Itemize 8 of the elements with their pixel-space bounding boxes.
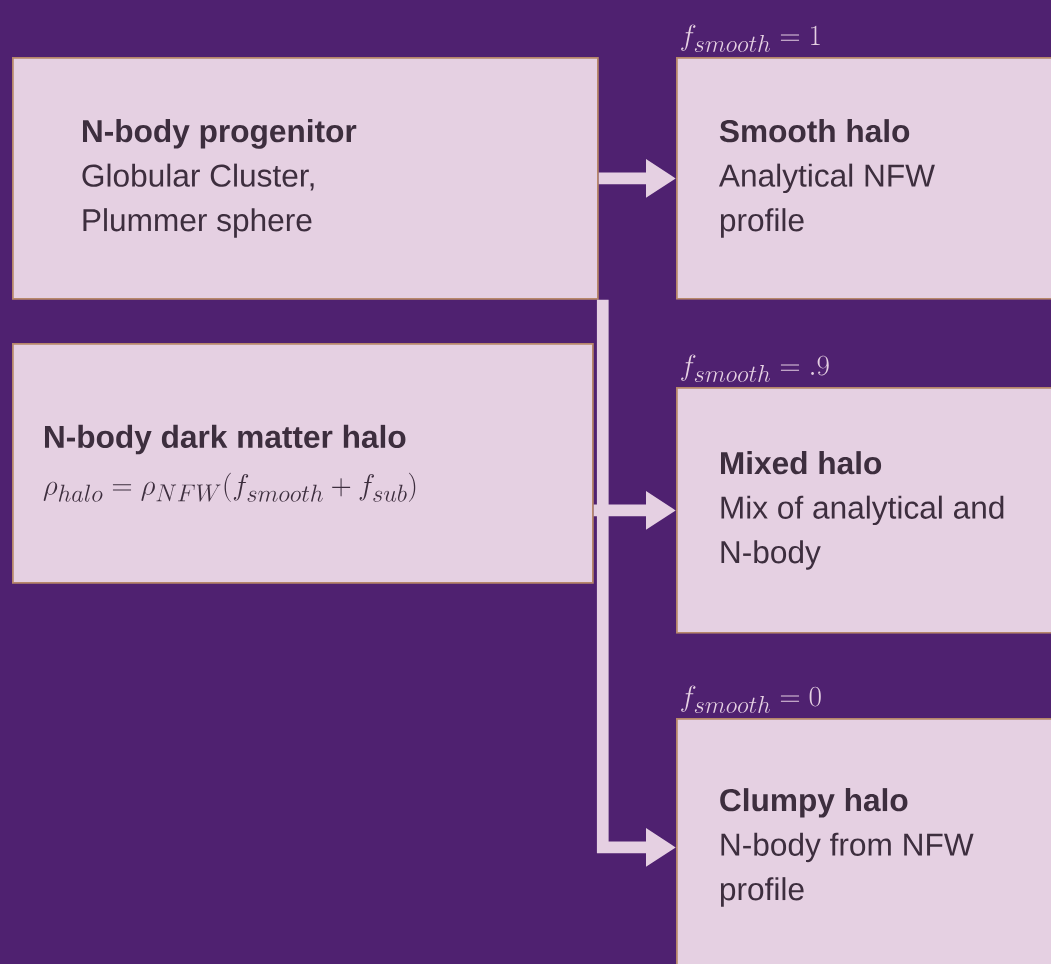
formula-label: $f_{smooth} = .9$ xyxy=(681,354,829,382)
process-box: N-body dark matter halo $\rho_{halo} = \rho_{NFW}(f_{smooth} + f_{sub})$ xyxy=(12,343,594,584)
process-box: Smooth halo Analytical NFW profile xyxy=(676,57,1051,300)
process-box: N-body progenitor Globular Cluster, Plummer sphere xyxy=(12,57,599,300)
process-box: Mixed halo Mix of analytical and N-body xyxy=(676,387,1051,634)
process-box: Clumpy halo N-body from NFW profile xyxy=(676,718,1051,964)
formula-label: $f_{smooth} = 1$ xyxy=(681,24,820,52)
formula-label: $f_{smooth} = 0$ xyxy=(681,685,821,713)
